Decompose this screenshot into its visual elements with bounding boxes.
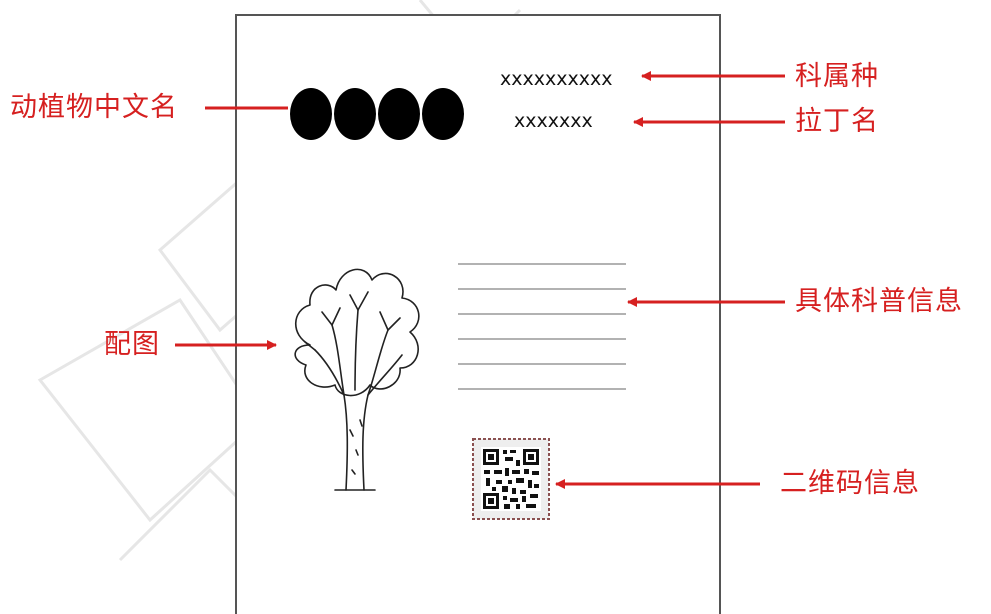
label-illustration: 配图 [104, 331, 160, 358]
label-family-genus-species: 科属种 [795, 63, 879, 90]
label-qr-info: 二维码信息 [780, 470, 920, 497]
label-science-info: 具体科普信息 [795, 288, 963, 315]
label-chinese-name: 动植物中文名 [10, 94, 178, 121]
label-latin-name: 拉丁名 [795, 108, 879, 135]
